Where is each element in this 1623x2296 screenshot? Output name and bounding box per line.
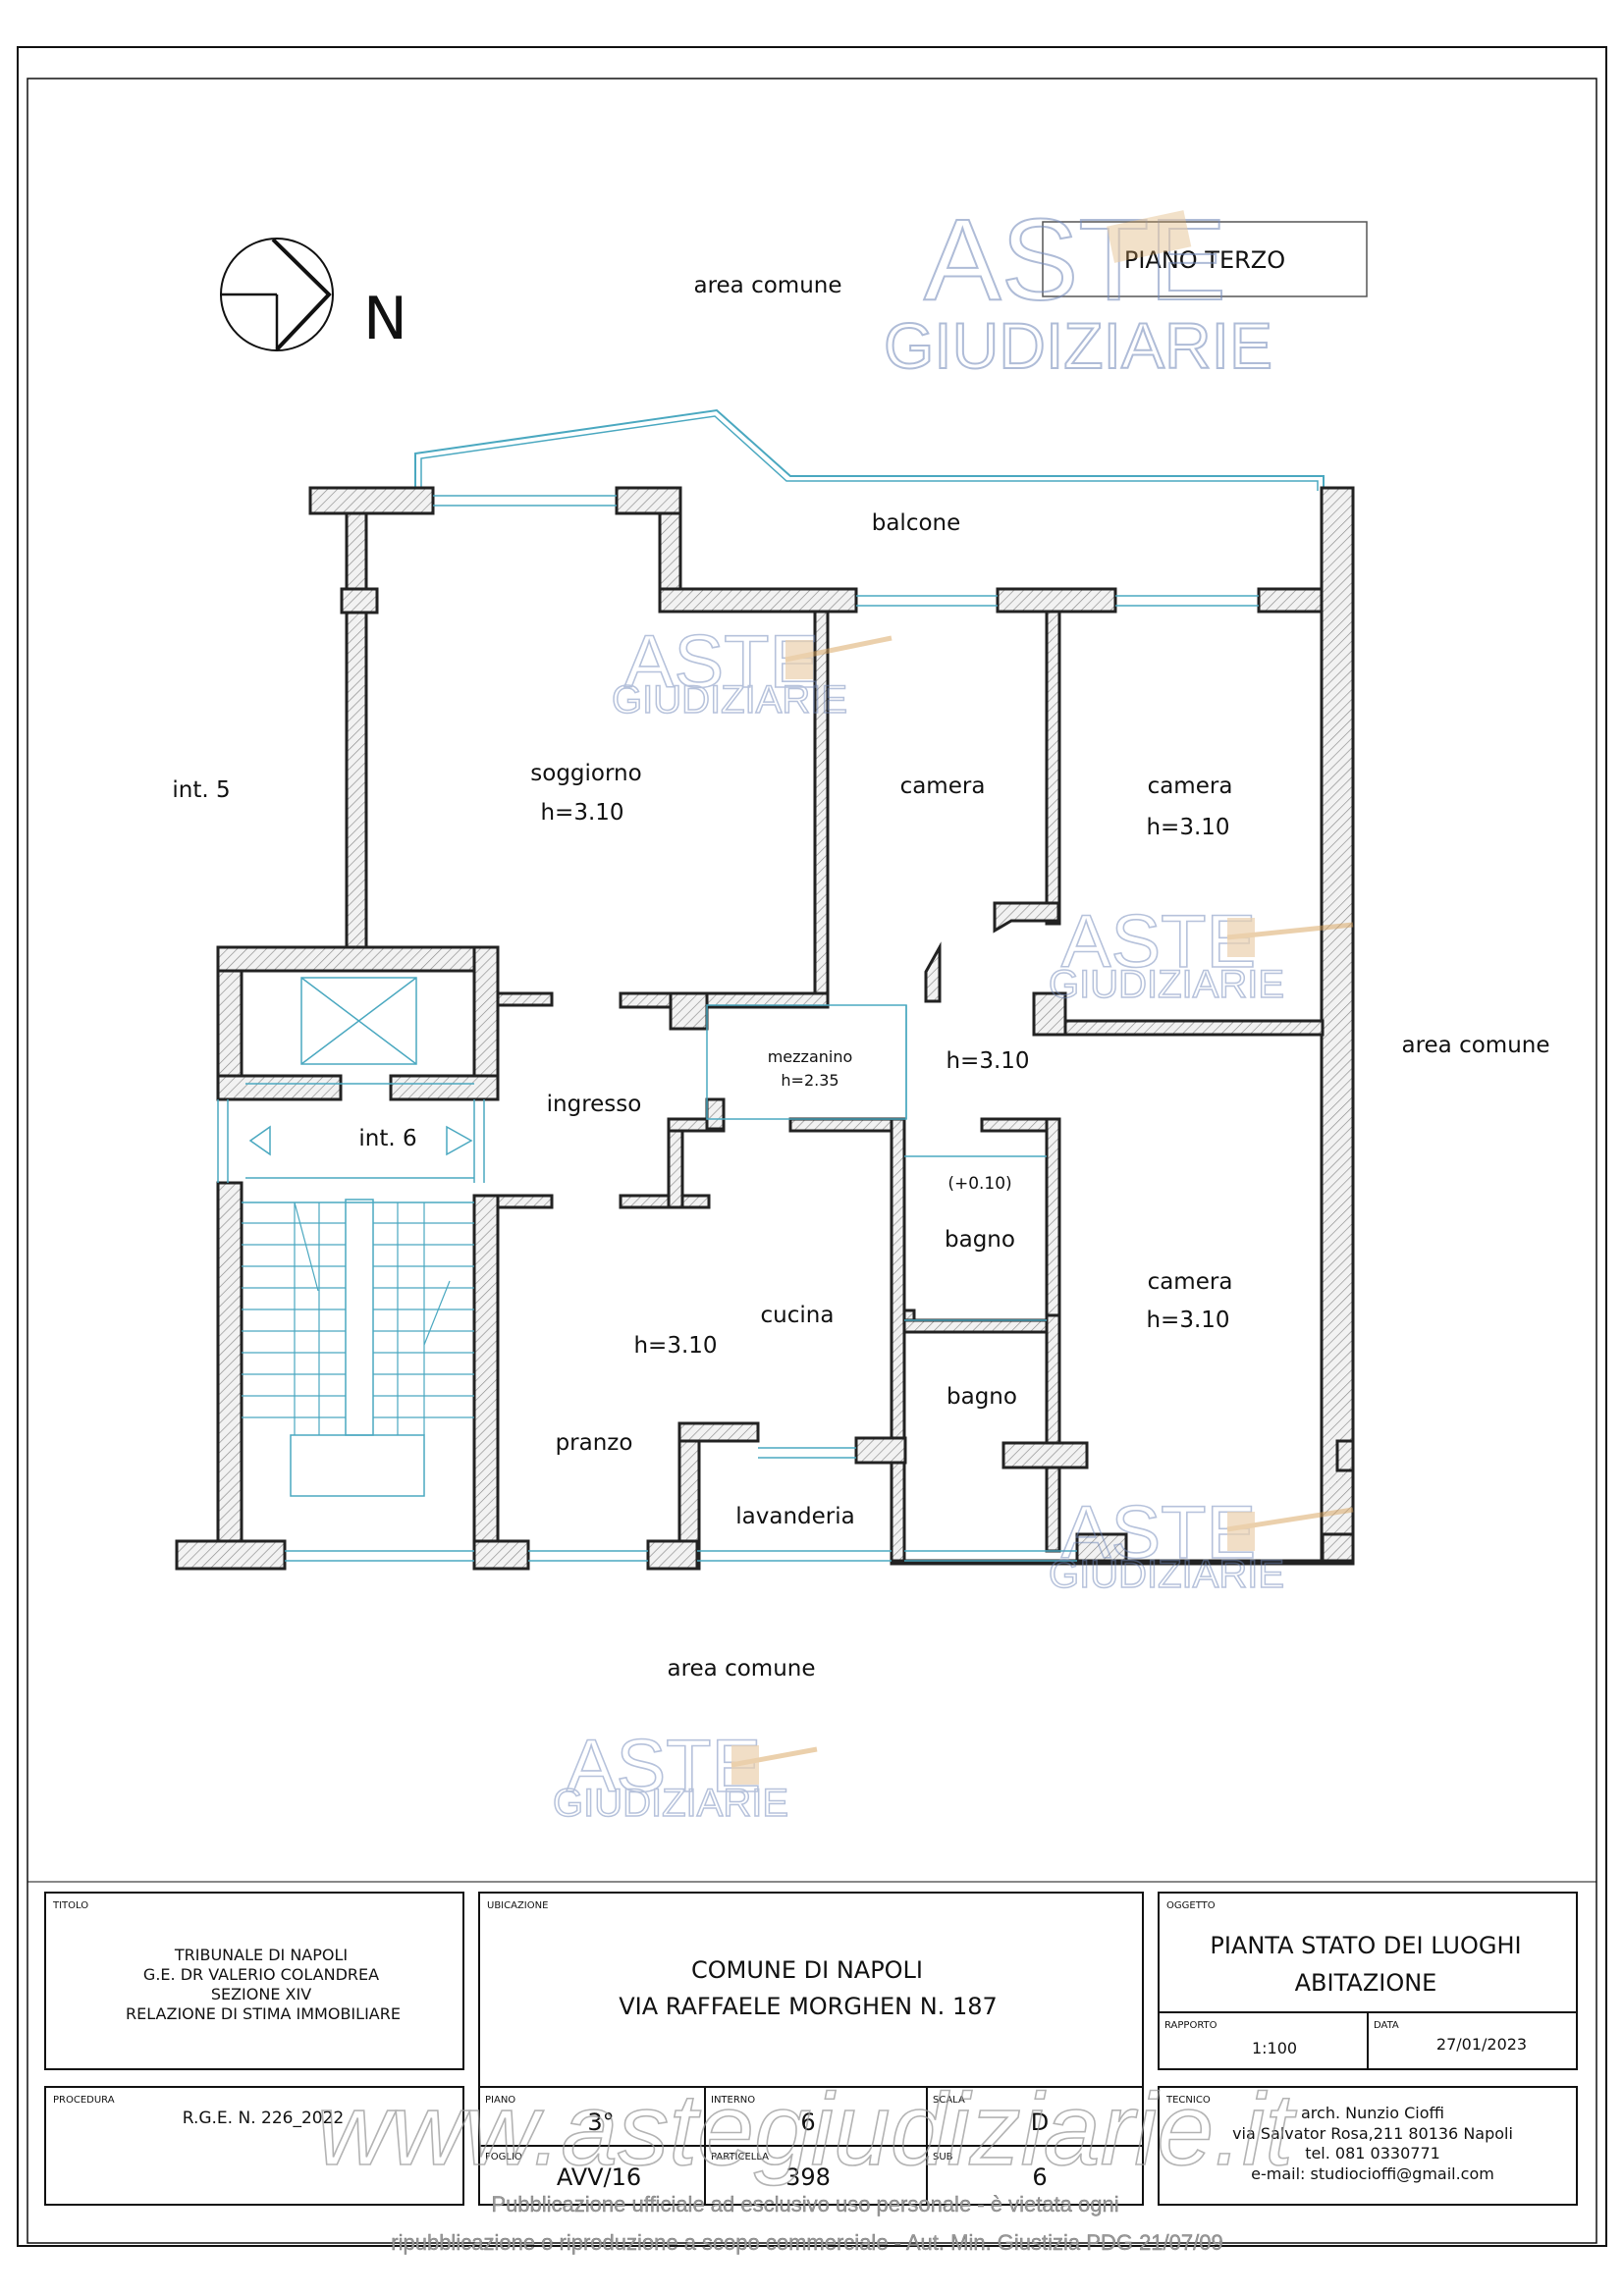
label-int5: int. 5 [172, 777, 230, 803]
sub-value: 6 [1032, 2163, 1047, 2191]
label-area-comune-top: area comune [693, 273, 841, 298]
svg-text:ASTE: ASTE [924, 195, 1226, 325]
label-cucina: cucina [761, 1303, 835, 1328]
label-cucina-height: h=3.10 [633, 1333, 717, 1359]
label-soggiorno: soggiorno [530, 761, 641, 786]
label-bagno-1-level: (+0.10) [947, 1174, 1011, 1194]
procedura-value: R.G.E. N. 226_2022 [183, 2109, 344, 2128]
tecnico-line-4: e-mail: studiocioffi@gmail.com [1251, 2164, 1494, 2183]
notice-line-2: ripubblicazione o riproduzione a scopo c… [391, 2230, 1222, 2255]
oggetto-line-2: ABITAZIONE [1295, 1969, 1437, 1997]
titolo-line-4: RELAZIONE DI STIMA IMMOBILIARE [126, 2004, 401, 2023]
label-camera-3: camera [1148, 1269, 1233, 1295]
label-camera-2-height: h=3.10 [1146, 815, 1229, 840]
floor-label: PIANO TERZO [1124, 246, 1285, 274]
label-corridor-height: h=3.10 [946, 1048, 1029, 1074]
svg-text:GIUDIZIARIE: GIUDIZIARIE [612, 678, 847, 721]
titolo-caption: TITOLO [52, 1900, 88, 1911]
rapporto-caption: RAPPORTO [1164, 2020, 1217, 2031]
data-value: 27/01/2023 [1436, 2035, 1527, 2054]
piano-value: 3° [587, 2109, 614, 2136]
tecnico-line-3: tel. 081 0330771 [1305, 2144, 1440, 2163]
watermark-logo-4: ASTE GIUDIZIARIE [552, 1724, 818, 1826]
north-compass [220, 238, 334, 351]
label-area-comune-right: area comune [1401, 1033, 1549, 1058]
ubicazione-line-1: COMUNE DI NAPOLI [691, 1956, 923, 1984]
tecnico-line-2: via Salvator Rosa,211 80136 Napoli [1232, 2124, 1513, 2143]
svg-text:GIUDIZIARIE: GIUDIZIARIE [1049, 963, 1284, 1006]
watermark-logo-1: ASTE GIUDIZIARIE [611, 619, 893, 722]
label-balcone: balcone [872, 510, 961, 536]
stair-treads [242, 1201, 474, 1435]
svg-text:GIUDIZIARIE: GIUDIZIARIE [1049, 1553, 1284, 1596]
label-camera-3-height: h=3.10 [1146, 1308, 1229, 1333]
interno-caption: INTERNO [711, 2095, 755, 2106]
label-camera-1: camera [900, 774, 986, 799]
walls [175, 486, 1355, 1571]
oggetto-line-1: PIANTA STATO DEI LUOGHI [1210, 1932, 1521, 1959]
openings [217, 495, 1259, 1562]
label-soggiorno-height: h=3.10 [540, 800, 623, 826]
scala-caption: SCALA [933, 2095, 965, 2106]
watermark-logo-3: ASTE GIUDIZIARIE [1048, 1490, 1354, 1597]
sub-caption: SUB [933, 2152, 953, 2163]
svg-text:ASTE: ASTE [1061, 900, 1257, 984]
svg-text:ASTE: ASTE [567, 1725, 762, 1808]
svg-text:ASTE: ASTE [1061, 1491, 1257, 1575]
svg-text:GIUDIZIARIE: GIUDIZIARIE [553, 1782, 788, 1825]
procedura-caption: PROCEDURA [53, 2095, 115, 2106]
label-lavanderia: lavanderia [735, 1504, 854, 1529]
tecnico-line-1: arch. Nunzio Cioffi [1301, 2104, 1444, 2122]
label-camera-2: camera [1148, 774, 1233, 799]
label-ingresso: ingresso [547, 1092, 642, 1117]
label-mezzanino-height: h=2.35 [781, 1071, 839, 1090]
outer-frame [17, 46, 1607, 2247]
svg-text:ASTE: ASTE [624, 620, 820, 704]
ubicazione-line-2: VIA RAFFAELE MORGHEN N. 187 [619, 1993, 998, 2020]
label-int6: int. 6 [358, 1126, 416, 1151]
tecnico-caption: TECNICO [1165, 2095, 1211, 2106]
oggetto-caption: OGGETTO [1166, 1900, 1216, 1911]
url-watermark: www.astegiudiziarie.it [317, 2073, 1297, 2187]
north-label: N [363, 285, 407, 353]
label-bagno-2: bagno [947, 1384, 1017, 1410]
title-block [27, 1881, 1596, 2206]
label-pranzo: pranzo [556, 1430, 633, 1456]
particella-value: 398 [785, 2163, 831, 2191]
label-area-comune-bottom: area comune [667, 1656, 815, 1682]
label-bagno-1: bagno [945, 1227, 1015, 1253]
notice-line-1: Pubblicazione ufficiale ad esclusivo uso… [491, 2192, 1118, 2216]
floor-label-box [1042, 221, 1368, 297]
titolo-line-1: TRIBUNALE DI NAPOLI [174, 1946, 348, 1964]
balcony-railing-inner [420, 415, 1319, 491]
piano-caption: PIANO [485, 2095, 515, 2106]
inner-frame [27, 78, 1597, 2244]
titolo-line-3: SEZIONE XIV [211, 1985, 311, 2003]
particella-caption: PARTICELLA [711, 2152, 769, 2163]
data-caption: DATA [1374, 2020, 1399, 2031]
titolo-line-2: G.E. DR VALERIO COLANDREA [143, 1965, 379, 1984]
scala-value: D [1031, 2109, 1049, 2136]
interno-value: 6 [800, 2109, 815, 2136]
foglio-value: AVV/16 [557, 2163, 641, 2191]
rapporto-value: 1:100 [1252, 2039, 1297, 2057]
watermark-logo-large: ASTE GIUDIZIARIE [883, 194, 1273, 383]
watermark-logo-2: ASTE GIUDIZIARIE [1048, 899, 1354, 1007]
svg-text:GIUDIZIARIE: GIUDIZIARIE [884, 309, 1272, 382]
balcony-railing [414, 408, 1325, 491]
foglio-caption: FOGLIO [485, 2152, 522, 2163]
label-mezzanino: mezzanino [768, 1047, 853, 1066]
ubicazione-caption: UBICAZIONE [487, 1900, 548, 1911]
